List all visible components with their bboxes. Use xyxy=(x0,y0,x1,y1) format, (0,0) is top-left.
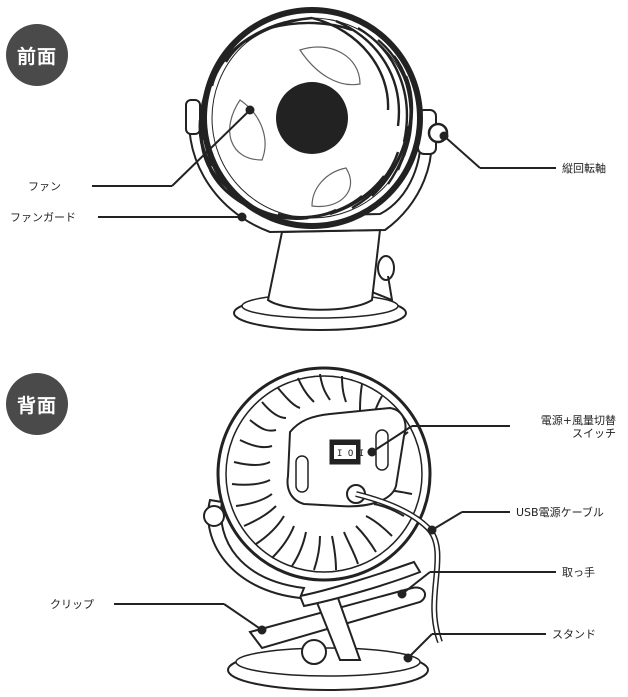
back-section-badge: 背面 xyxy=(6,373,68,435)
svg-text:I O I: I O I xyxy=(337,449,364,459)
front-fan-hub xyxy=(276,82,348,154)
label-handle: 取っ手 xyxy=(562,566,595,579)
back-leader-lines xyxy=(114,425,556,663)
label-usb-cable: USB電源ケーブル xyxy=(516,506,604,519)
front-fan-drawing xyxy=(185,7,449,331)
label-stand: スタンド xyxy=(552,628,596,641)
label-power-switch-line2: スイッチ xyxy=(572,427,616,440)
front-neck xyxy=(266,228,382,311)
label-power-switch: 電源+風量切替 スイッチ xyxy=(516,414,616,440)
label-fan: ファン xyxy=(28,180,61,193)
label-fan-guard: ファンガード xyxy=(10,211,76,224)
label-power-switch-line1: 電源+風量切替 xyxy=(540,414,616,427)
label-clip: クリップ xyxy=(50,598,94,611)
front-section-badge: 前面 xyxy=(6,24,68,86)
front-guard-wires xyxy=(198,16,414,220)
label-vertical-pivot: 縦回転軸 xyxy=(562,162,606,175)
front-leader-lines xyxy=(92,105,556,222)
back-fan-drawing: I O I xyxy=(203,366,443,691)
back-handle xyxy=(298,560,422,608)
